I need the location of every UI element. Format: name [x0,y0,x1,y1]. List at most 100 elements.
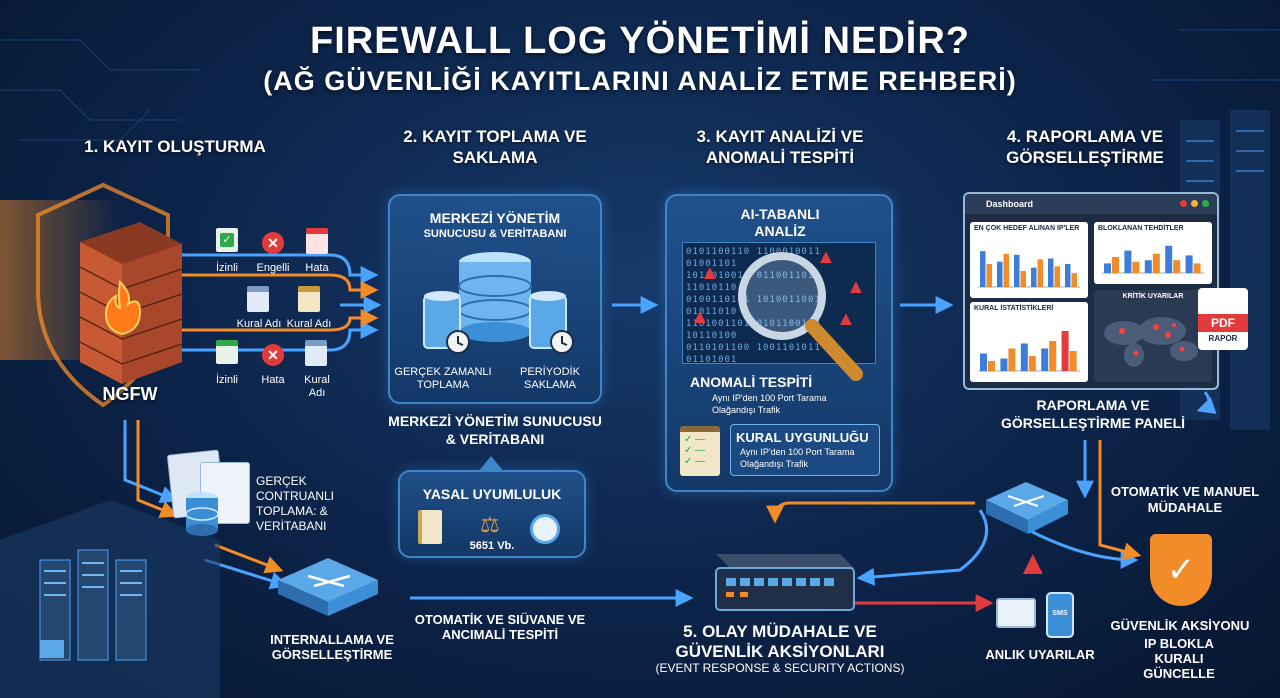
document-icon [418,510,442,544]
realtime-label: GERÇEK ZAMANLI TOPLAMA [393,366,493,392]
chart-bar [980,354,987,372]
chart-bar [1004,254,1010,287]
chart-bar [1048,258,1054,287]
log-label: Hata [250,374,296,387]
magnifier-icon [730,250,870,385]
legal-title: YASAL UYUMLULUK [398,486,586,502]
log-allowed-icon: ✓ [216,228,238,252]
device-label: NGFW [85,384,175,405]
instant-alerts-label: ANLIK UYARILAR [975,647,1105,663]
panel-title: MERKEZİ YÖNETİM [388,210,602,226]
gavel-icon: ⚖ [480,512,500,538]
chart-bar [1124,251,1131,273]
anomaly-item: Olağandışı Trafik [712,405,882,416]
shield-check-icon: ✓ [1150,534,1212,606]
server-caption: MERKEZİ YÖNETİM SUNUCUSU & VERİTABANI [385,412,605,448]
log-label: Hata [296,262,338,275]
database-small-icon [182,490,222,540]
chart-blocked-threats: BLOKLANAN TEHDİTLER [1094,222,1212,284]
auto-detect-label: OTOMATİK VE SIÜVANE VE ANCIMALİ TESPİTİ [400,612,600,642]
log-blocked-icon: ✕ [262,232,284,254]
chart-bar [1029,356,1036,371]
firewall-icon [70,222,185,387]
chart-bar [1112,257,1119,273]
pdf-report-icon: PDF RAPOR [1198,288,1248,350]
sms-label: SMS [1048,610,1072,617]
chart-bar [1014,255,1020,287]
chart-title: KURAL İSTATİSTİKLERİ [970,302,1088,315]
chart-bar [1062,331,1069,371]
log-label: Kural Adı [232,318,286,331]
switch-icon [700,544,860,616]
chart-bar [1165,246,1172,273]
chart-bar [1104,263,1111,273]
chart-blocked-plot [1098,235,1208,277]
chart-title: KRİTİK UYARILAR [1094,290,1212,303]
clock-icon [530,514,560,544]
chart-bar [1000,359,1007,372]
chart-title: BLOKLANAN TEHDİTLER [1094,222,1212,235]
pointer-triangle [478,456,504,472]
chart-bar [987,264,993,287]
log-rule-icon [247,286,269,312]
log-allowed-icon [216,340,238,364]
legal-law: 5651 Vb. [466,540,518,553]
chart-bar [1173,260,1180,273]
log-label: Engelli [248,262,298,275]
anomaly-item: Aynı IP'den 100 Port Tarama [712,393,882,404]
log-error-icon: ✕ [262,344,284,366]
warning-icon: ▲ [700,262,720,285]
log-label: Kural Adı [296,374,338,400]
rule-item: Aynı IP'den 100 Port Tarama [740,447,878,458]
step2-title: 2. KAYIT TOPLAMA VE SAKLAMA [390,126,600,168]
chart-bar [1041,349,1048,372]
chart-bar [1021,271,1027,287]
panel-subtitle: SUNUCUSU & VERİTABANI [388,228,602,241]
log-label: İzinli [206,374,248,387]
rule-item: Olağandışı Trafik [740,459,878,470]
log-rule-icon [305,340,327,366]
email-icon [996,598,1036,628]
log-rule-icon [298,286,320,312]
chart-bar [1021,344,1028,372]
chart-top-ips: EN ÇOK HEDEF ALINAN IP'LER [970,222,1088,298]
periodic-label: PERİYODİK SAKLAMA [507,366,593,392]
internal-label: INTERNALLAMA VE GÖRSELLEŞTİRME [252,632,412,662]
rule-title: KURAL UYGUNLUĞU [736,430,876,446]
window-dot-red [1180,200,1187,207]
dashboard-title: Dashboard [986,199,1066,210]
chart-bar [1132,262,1139,273]
phone-icon: SMS [1046,592,1074,638]
critical-alerts-map: KRİTİK UYARILAR [1094,290,1212,382]
pdf-badge: PDF [1198,314,1248,332]
log-label: İzinli [206,262,248,275]
window-dot-green [1202,200,1209,207]
chart-bar [1186,255,1193,273]
chart-bar [1055,266,1061,287]
chart-bar [1038,259,1044,287]
security-action-sub: IP BLOKLA KURALI GÜNCELLE [1124,636,1234,681]
chart-bar [1070,351,1077,371]
world-map-icon [1094,303,1212,373]
chart-bar [1008,349,1015,372]
chart-top-ips-plot [974,235,1084,291]
step4-title: 4. RAPORLAMA VE GÖRSELLEŞTİRME [965,126,1205,168]
security-action-title: GÜVENLİK AKSİYONU [1104,618,1256,634]
chart-bar [1049,341,1056,371]
step1-title: 1. KAYIT OLUŞTURMA [55,136,295,157]
chart-bar [1153,254,1160,273]
warning-icon: ▲ [690,306,710,329]
chart-rule-plot [974,315,1084,375]
log-error-icon [306,228,328,254]
chart-bar [980,251,986,287]
log-label: Kural Adı [282,318,336,331]
network-router-icon [272,552,384,622]
router-icon [978,478,1074,538]
checklist-icon: ✓ —✓ —✓ — [680,426,720,476]
step5-title: 5. OLAY MÜDAHALE VE GÜVENLİK AKSİYONLARI [650,622,910,662]
alert-warning-icon: ▲ [1016,546,1050,580]
step3-title: 3. KAYIT ANALİZİ VE ANOMALİ TESPİTİ [660,126,900,168]
anomaly-title: ANOMALİ TESPİTİ [690,374,830,390]
step5-subtitle: (EVENT RESPONSE & SECURITY ACTIONS) [620,662,940,675]
window-dot-yellow [1191,200,1198,207]
